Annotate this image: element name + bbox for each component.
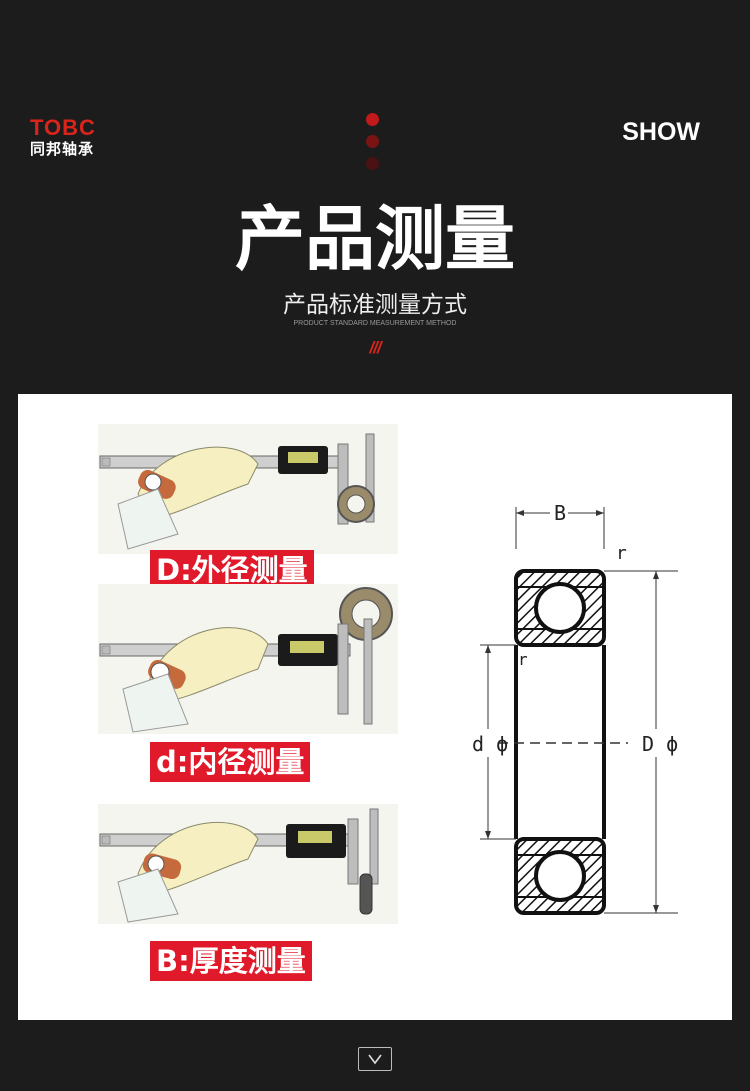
measurement-panel: D:外径测量 d:内径测量 B:厚度测量 bbox=[18, 394, 732, 1020]
section-subtitle-english: PRODUCT STANDARD MEASUREMENT METHOD bbox=[293, 320, 457, 327]
divider-slashes: /// bbox=[369, 338, 381, 357]
label-outer-diameter: D:外径测量 bbox=[150, 550, 314, 590]
dot-icon bbox=[366, 135, 379, 148]
decorative-dots bbox=[366, 113, 380, 179]
label-width: B:厚度测量 bbox=[150, 941, 312, 981]
bearing-cross-section-diagram: B r d ϕ r D ϕ bbox=[472, 501, 678, 915]
dot-icon bbox=[366, 157, 379, 170]
chevron-down-icon bbox=[368, 1054, 382, 1065]
label-inner-diameter: d:内径测量 bbox=[150, 742, 311, 782]
dim-label-inner-radius: r bbox=[518, 650, 528, 669]
dim-label-inner-diameter: d ϕ bbox=[472, 732, 508, 756]
section-subtitle: 产品标准测量方式 bbox=[283, 292, 467, 318]
dot-icon bbox=[366, 113, 379, 126]
dim-label-outer-diameter: D ϕ bbox=[642, 732, 678, 756]
section-title: 产品测量 bbox=[235, 198, 515, 280]
inner-diameter-caliper-illustration bbox=[98, 584, 398, 734]
logo-mark: TOBC bbox=[30, 115, 96, 140]
scroll-down-button[interactable] bbox=[358, 1047, 392, 1071]
width-caliper-illustration bbox=[98, 804, 398, 924]
dim-label-width: B bbox=[554, 501, 566, 525]
logo-chinese-name: 同邦轴承 bbox=[30, 140, 95, 158]
outer-diameter-caliper-illustration bbox=[98, 424, 398, 554]
brand-logo: TOBC 同邦轴承 bbox=[30, 115, 96, 159]
show-label: SHOW bbox=[622, 118, 700, 146]
dim-label-outer-radius: r bbox=[616, 543, 627, 564]
